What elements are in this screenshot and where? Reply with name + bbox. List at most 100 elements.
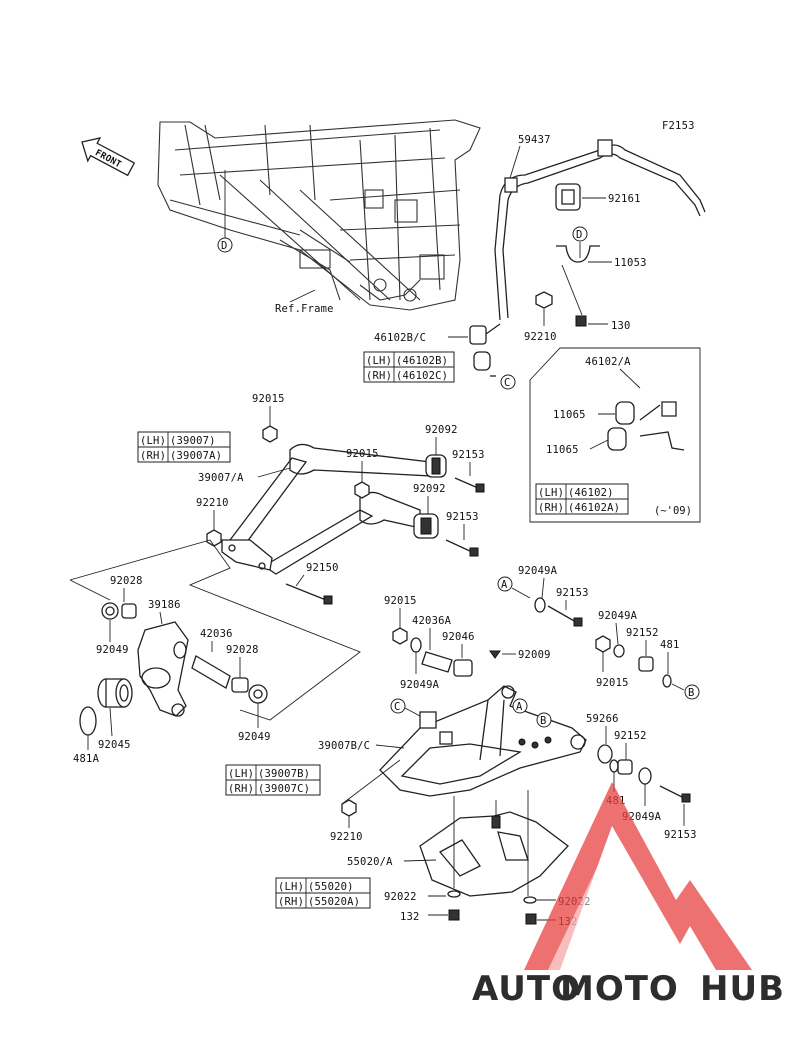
svg-text:(39007C): (39007C): [258, 783, 310, 795]
part-label-92092-a: 92092: [425, 424, 458, 436]
seal-92049-b: [248, 684, 268, 704]
part-label-59437: 59437: [518, 134, 551, 146]
automotohub-watermark: AUTO MOTO HUB: [472, 782, 784, 1009]
ref-frame-label: Ref.Frame: [275, 303, 334, 315]
upper-a-arm-39007a: [221, 443, 433, 575]
callout-b-1: [684, 684, 700, 700]
part-label-11065-a: 11065: [553, 409, 586, 421]
part-label-46102bc: 46102B/C: [374, 332, 426, 344]
variant-table-39007bc: (LH) (39007B) (RH) (39007C): [225, 764, 321, 796]
bushing-92046: [453, 659, 473, 677]
svg-text:B: B: [688, 687, 695, 699]
bolt-92153-c: [573, 617, 583, 627]
figure-code: F2153: [662, 120, 695, 132]
svg-text:(LH): (LH): [278, 881, 304, 893]
watermark-triangle-icon: [524, 782, 752, 970]
callout-c-link: [500, 374, 516, 390]
svg-text:(46102A): (46102A): [568, 502, 620, 514]
part-label-92045: 92045: [98, 739, 131, 751]
era-note: (~'09): [654, 505, 692, 517]
svg-text:(RH): (RH): [538, 502, 564, 514]
bolt-92153-a: [475, 483, 485, 493]
part-label-92015-c: 92015: [384, 595, 417, 607]
part-label-92015-b: 92015: [346, 448, 379, 460]
stabilizer-link-46102bc: [469, 323, 501, 377]
part-label-92028-b: 92028: [226, 644, 259, 656]
bearing-92045: [97, 678, 133, 708]
watermark-auto: AUTO: [472, 969, 581, 1009]
svg-text:D: D: [221, 240, 228, 252]
callout-b-2: [536, 712, 552, 728]
svg-text:A: A: [516, 701, 523, 713]
part-label-92049a-a: 92049A: [518, 565, 558, 577]
callout-d-clamp: [572, 226, 588, 242]
svg-text:(46102): (46102): [568, 487, 614, 499]
svg-text:(46102B): (46102B): [396, 355, 448, 367]
svg-text:(RH): (RH): [228, 783, 254, 795]
part-label-92022-a: 92022: [384, 891, 417, 903]
bushing-92161: [555, 183, 581, 211]
part-label-11053: 11053: [614, 257, 647, 269]
svg-text:(46102C): (46102C): [396, 370, 448, 382]
svg-text:(39007A): (39007A): [170, 450, 222, 462]
circlip-481a: [79, 706, 97, 736]
part-label-92153-c: 92153: [556, 587, 589, 599]
collar-92028-a: [121, 603, 137, 619]
part-label-11065-b: 11065: [546, 444, 579, 456]
seal-92049-a: [101, 602, 119, 620]
part-label-92153-b: 92153: [446, 511, 479, 523]
bolt-132-a: [448, 909, 460, 921]
sleeve-42036: [191, 655, 231, 689]
inset-46102a: 46102/A 11065 11065 (LH) (46102) (RH) (4…: [529, 347, 701, 523]
grease-nipple-92009: [489, 650, 501, 659]
svg-text:(RH): (RH): [278, 896, 304, 908]
svg-text:(LH): (LH): [366, 355, 392, 367]
part-label-92152-a: 92152: [626, 627, 659, 639]
svg-text:(LH): (LH): [228, 768, 254, 780]
washer-92022-a: [447, 890, 461, 898]
part-label-92153-a: 92153: [452, 449, 485, 461]
bolt-92153-d: [681, 793, 691, 803]
bolt-92153-b: [469, 547, 479, 557]
steering-knuckle-39186: [137, 621, 189, 717]
part-label-92092-b: 92092: [413, 483, 446, 495]
part-label-92150: 92150: [306, 562, 339, 574]
variant-table-39007: (LH) (39007) (RH) (39007A): [137, 431, 231, 463]
seal-59266: [597, 744, 613, 764]
part-label-92153-d: 92153: [664, 829, 697, 841]
part-label-92152-b: 92152: [614, 730, 647, 742]
nut-92210-bot: [341, 799, 357, 817]
part-label-92009: 92009: [518, 649, 551, 661]
part-label-42036: 42036: [200, 628, 233, 640]
collar-92152-a: [638, 656, 654, 672]
nut-92210-top: [535, 291, 553, 309]
collar-92028-b: [231, 677, 249, 693]
part-label-55020a: 55020/A: [347, 856, 393, 868]
part-label-92049-b: 92049: [238, 731, 271, 743]
variant-table-55020: (LH) (55020) (RH) (55020A): [275, 877, 371, 909]
svg-text:(39007): (39007): [170, 435, 216, 447]
part-label-92015-d: 92015: [596, 677, 629, 689]
svg-text:B: B: [540, 715, 547, 727]
part-label-92210-mid: 92210: [196, 497, 229, 509]
part-label-481-a: 481: [660, 639, 680, 651]
svg-text:(RH): (RH): [366, 370, 392, 382]
part-label-481a: 481A: [73, 753, 100, 765]
svg-text:(55020A): (55020A): [308, 896, 360, 908]
front-direction-arrow: FRONT: [81, 137, 136, 177]
skid-guard-55020a: [419, 790, 569, 897]
sleeve-42036a: [421, 651, 453, 673]
part-label-92210-bot: 92210: [330, 831, 363, 843]
svg-text:(LH): (LH): [538, 487, 564, 499]
part-label-92046: 92046: [442, 631, 475, 643]
part-label-92210-top: 92210: [524, 331, 557, 343]
callout-a-1: [497, 576, 513, 592]
part-label-59266: 59266: [586, 713, 619, 725]
callout-d-frame: D: [217, 237, 233, 253]
svg-text:(55020): (55020): [308, 881, 354, 893]
part-label-39186: 39186: [148, 599, 181, 611]
svg-text:(LH): (LH): [140, 435, 166, 447]
lower-a-arm-39007bc: [379, 685, 587, 797]
